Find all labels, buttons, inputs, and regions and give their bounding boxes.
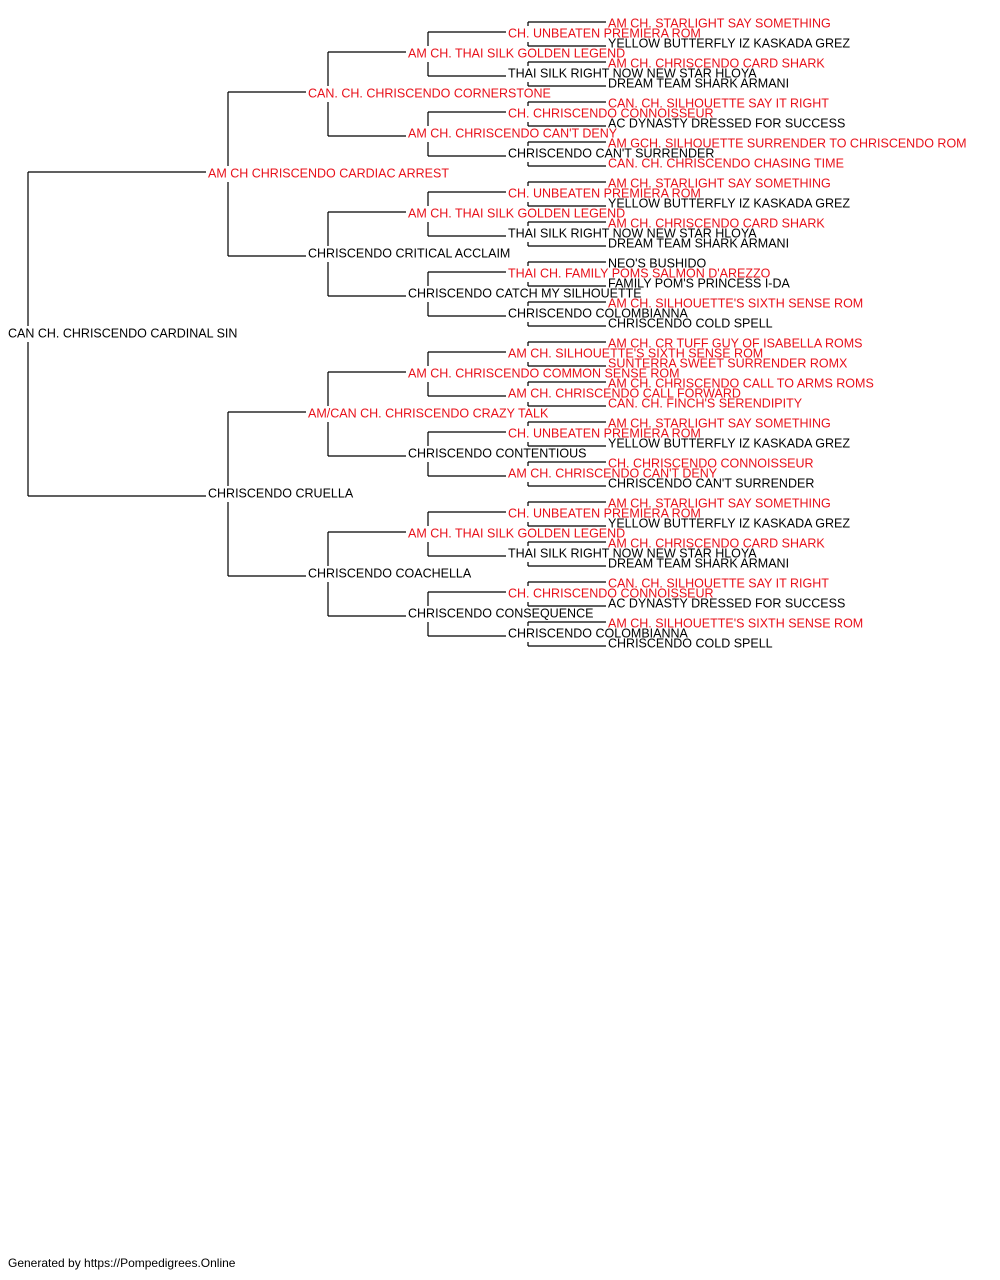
ancestor-name: CH. CHRISCENDO CONNOISSEUR: [508, 106, 714, 120]
ancestor-name: YELLOW BUTTERFLY IZ KASKADA GREZ: [608, 196, 850, 210]
ancestor-name: CHRISCENDO CAN'T SURRENDER: [608, 476, 814, 490]
ancestor-name: AM CH. STARLIGHT SAY SOMETHING: [608, 416, 831, 430]
ancestor-name: CH. UNBEATEN PREMIERA ROM: [508, 26, 701, 40]
ancestor-name: AM CH. THAI SILK GOLDEN LEGEND: [408, 526, 625, 540]
ancestor-name: CHRISCENDO CONTENTIOUS: [408, 446, 586, 460]
ancestor-name: AM CH. CHRISCENDO CARD SHARK: [608, 56, 825, 70]
ancestor-name: CAN. CH. SILHOUETTE SAY IT RIGHT: [608, 576, 829, 590]
ancestor-name: AC DYNASTY DRESSED FOR SUCCESS: [608, 116, 845, 130]
ancestor-name: AM CH. CHRISCENDO CAN'T DENY: [408, 126, 618, 140]
ancestor-name: THAI SILK RIGHT NOW NEW STAR HLOYA: [508, 546, 757, 560]
ancestor-name: CHRISCENDO CRITICAL ACCLAIM: [308, 246, 510, 260]
ancestor-name: THAI SILK RIGHT NOW NEW STAR HLOYA: [508, 66, 757, 80]
ancestor-name: AM CH. STARLIGHT SAY SOMETHING: [608, 16, 831, 30]
ancestor-name: CHRISCENDO CATCH MY SILHOUETTE: [408, 286, 642, 300]
ancestor-name: AM CH. CR TUFF GUY OF ISABELLA ROMS: [608, 336, 862, 350]
ancestor-name: AM CH. SILHOUETTE'S SIXTH SENSE ROM: [608, 616, 863, 630]
ancestor-name: CH. CHRISCENDO CONNOISSEUR: [608, 456, 814, 470]
ancestor-name: YELLOW BUTTERFLY IZ KASKADA GREZ: [608, 36, 850, 50]
ancestor-name: CHRISCENDO COACHELLA: [308, 566, 472, 580]
ancestor-name: AM CH. CHRISCENDO CARD SHARK: [608, 216, 825, 230]
ancestor-name: CH. UNBEATEN PREMIERA ROM: [508, 186, 701, 200]
ancestor-name: YELLOW BUTTERFLY IZ KASKADA GREZ: [608, 436, 850, 450]
ancestor-name: THAI CH. FAMILY POMS SALMON D'AREZZO: [508, 266, 771, 280]
ancestor-name: CHRISCENDO COLOMBIANNA: [508, 626, 689, 640]
ancestor-name: AM CH. STARLIGHT SAY SOMETHING: [608, 496, 831, 510]
ancestor-name: CH. UNBEATEN PREMIERA ROM: [508, 426, 701, 440]
ancestor-name: AM CH CHRISCENDO CARDIAC ARREST: [208, 166, 449, 180]
subject-dog-name: CAN CH. CHRISCENDO CARDINAL SIN: [8, 326, 237, 340]
footer-credit: Generated by https://Pompedigrees.Online: [8, 1256, 236, 1270]
ancestor-name: AM CH. SILHOUETTE'S SIXTH SENSE ROM: [508, 346, 763, 360]
ancestor-name: AM CH. CHRISCENDO CALL TO ARMS ROMS: [608, 376, 874, 390]
ancestor-name: AM CH. CHRISCENDO CALL FORWARD: [508, 386, 741, 400]
ancestor-name: AM CH. THAI SILK GOLDEN LEGEND: [408, 206, 625, 220]
ancestor-name: CHRISCENDO CAN'T SURRENDER: [508, 146, 714, 160]
ancestor-name: SUNTERRA SWEET SURRENDER ROMX: [608, 356, 848, 370]
ancestor-name: CHRISCENDO CRUELLA: [208, 486, 354, 500]
ancestor-name: AM CH. CHRISCENDO CAN'T DENY: [508, 466, 718, 480]
ancestor-name: FAMILY POM'S PRINCESS I-DA: [608, 276, 790, 290]
ancestor-name: AM CH. CHRISCENDO CARD SHARK: [608, 536, 825, 550]
ancestor-name: CHRISCENDO COLOMBIANNA: [508, 306, 689, 320]
ancestor-name: CAN. CH. CHRISCENDO CORNERSTONE: [308, 86, 551, 100]
ancestor-name: CAN. CH. FINCH'S SERENDIPITY: [608, 396, 803, 410]
ancestor-name: NEO'S BUSHIDO: [608, 256, 707, 270]
ancestor-name: CAN. CH. CHRISCENDO CHASING TIME: [608, 156, 844, 170]
ancestor-name: CHRISCENDO COLD SPELL: [608, 636, 773, 650]
ancestor-name: AM CH. SILHOUETTE'S SIXTH SENSE ROM: [608, 296, 863, 310]
ancestor-name: AM GCH. SILHOUETTE SURRENDER TO CHRISCEN…: [608, 136, 967, 150]
ancestor-name: CHRISCENDO COLD SPELL: [608, 316, 773, 330]
ancestor-name: CAN. CH. SILHOUETTE SAY IT RIGHT: [608, 96, 829, 110]
ancestor-name: AM CH. CHRISCENDO COMMON SENSE ROM: [408, 366, 680, 380]
ancestor-name: AM/CAN CH. CHRISCENDO CRAZY TALK: [308, 406, 549, 420]
ancestor-name: CH. UNBEATEN PREMIERA ROM: [508, 506, 701, 520]
ancestor-name: THAI SILK RIGHT NOW NEW STAR HLOYA: [508, 226, 757, 240]
ancestor-name: AM CH. STARLIGHT SAY SOMETHING: [608, 176, 831, 190]
ancestor-name: DREAM TEAM SHARK ARMANI: [608, 76, 789, 90]
ancestor-name: YELLOW BUTTERFLY IZ KASKADA GREZ: [608, 516, 850, 530]
ancestor-name: AC DYNASTY DRESSED FOR SUCCESS: [608, 596, 845, 610]
ancestor-name: CHRISCENDO CONSEQUENCE: [408, 606, 593, 620]
ancestor-name: CH. CHRISCENDO CONNOISSEUR: [508, 586, 714, 600]
ancestor-name: DREAM TEAM SHARK ARMANI: [608, 556, 789, 570]
ancestor-name: AM CH. THAI SILK GOLDEN LEGEND: [408, 46, 625, 60]
ancestor-name: DREAM TEAM SHARK ARMANI: [608, 236, 789, 250]
